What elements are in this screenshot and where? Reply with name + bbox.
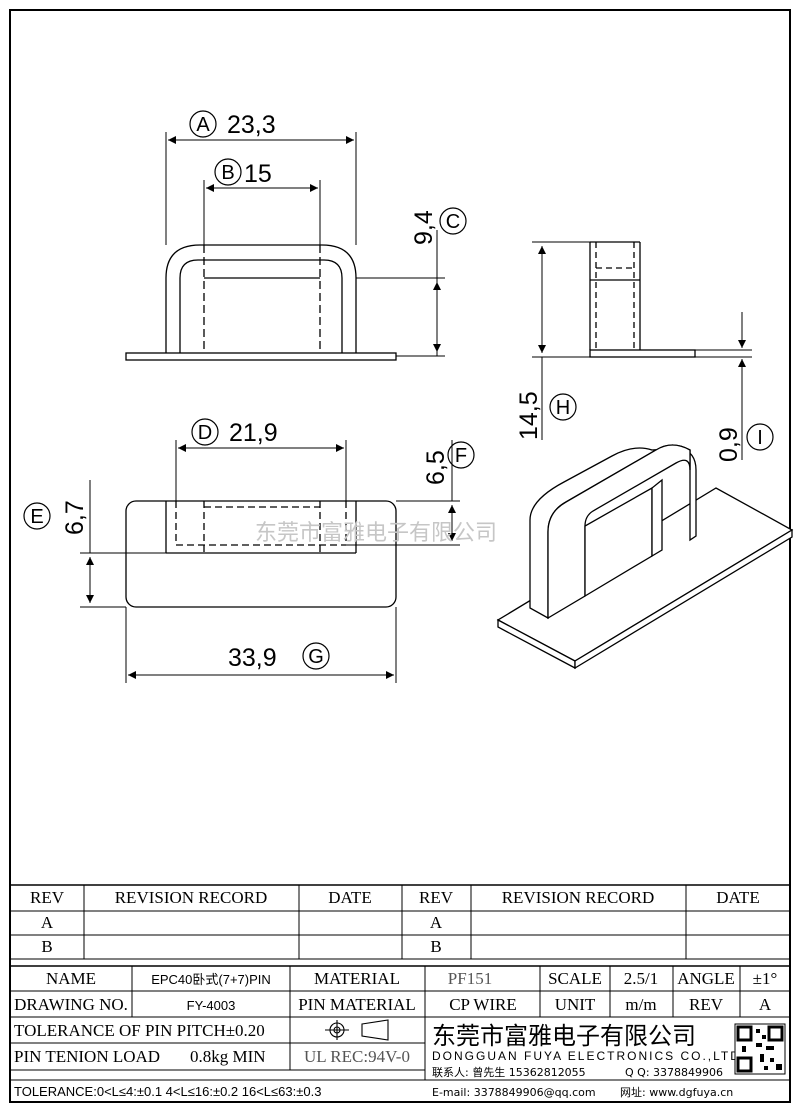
qr-code-icon — [734, 1023, 786, 1075]
side-dimensions — [532, 241, 752, 460]
circle-marker-H — [549, 393, 577, 421]
watermark: 东莞市富雅电子有限公司 — [255, 521, 497, 546]
circle-marker-F — [447, 441, 475, 469]
drawing-no-label: DRAWING NO. — [14, 995, 128, 1014]
dimension-G-value: 33,9 — [228, 644, 277, 672]
circle-marker-A — [189, 110, 217, 138]
company-name-cn: 东莞市富雅电子有限公司 — [432, 1022, 696, 1050]
circle-marker-C — [439, 207, 467, 235]
angle-label: ANGLE — [677, 969, 735, 988]
label-D: D 21,9 — [191, 418, 278, 447]
label-H: 14,5 H — [515, 391, 577, 440]
rev-header-left: REV — [30, 888, 65, 907]
dimension-D-value: 21,9 — [229, 419, 278, 447]
label-G: 33,9 G — [228, 642, 330, 672]
dimension-F-value: 6,5 — [422, 450, 450, 485]
label-C-letter: C — [446, 211, 460, 233]
dimension-H-value: 14,5 — [515, 391, 543, 440]
label-H-letter: H — [556, 397, 570, 419]
company-qq: Q Q: 3378849906 — [625, 1066, 723, 1079]
label-G-letter: G — [308, 646, 324, 668]
date-header-right: DATE — [716, 888, 759, 907]
pin-tension-label: PIN TENION LOAD — [14, 1047, 160, 1066]
material-value: PF151 — [448, 969, 492, 988]
dimension-C-value: 9,4 — [410, 210, 438, 245]
angle-value: ±1° — [753, 969, 778, 988]
dimension-A-value: 23,3 — [227, 111, 276, 139]
circle-marker-I — [746, 423, 774, 451]
company-name-en: DONGGUAN FUYA ELECTRONICS CO.,LTD — [432, 1049, 741, 1063]
label-I: 0,9 I — [715, 423, 774, 462]
revision-record-header-right: REVISION RECORD — [502, 888, 655, 907]
label-D-letter: D — [198, 422, 212, 444]
side-view — [589, 241, 696, 358]
dimension-I-value: 0,9 — [715, 427, 743, 462]
label-C: 9,4 C — [410, 207, 467, 245]
unit-value: m/m — [625, 995, 656, 1014]
title-block-grid — [10, 884, 790, 1081]
top-view — [125, 500, 397, 608]
label-B: B 15 — [214, 158, 272, 188]
tolerance-line: TOLERANCE:0<L≤4:±0.1 4<L≤16:±0.2 16<L≤63… — [14, 1084, 321, 1099]
label-B-letter: B — [221, 162, 234, 184]
company-contact: 联系人: 曾先生 15362812055 — [432, 1065, 586, 1079]
pin-pitch-tolerance: TOLERANCE OF PIN PITCH±0.20 — [14, 1021, 265, 1040]
dimension-E-value: 6,7 — [61, 500, 89, 535]
rev-label: REV — [689, 995, 724, 1014]
drawing-no-value: FY-4003 — [187, 998, 236, 1013]
top-dimensions — [80, 440, 460, 683]
scale-value: 2.5/1 — [624, 969, 658, 988]
rev-row-a-left: A — [41, 913, 54, 932]
unit-label: UNIT — [555, 995, 596, 1014]
sheet-border — [9, 9, 791, 1103]
label-A-letter: A — [196, 114, 210, 136]
circle-marker-G — [302, 642, 330, 670]
rev-row-b-left: B — [41, 937, 52, 956]
pin-tension-value: 0.8kg MIN — [190, 1047, 266, 1066]
front-view — [125, 244, 397, 361]
front-dimensions — [165, 132, 445, 357]
circle-marker-B — [214, 158, 242, 186]
label-E-letter: E — [30, 506, 43, 528]
rev-row-b-right: B — [430, 937, 441, 956]
label-A: A 23,3 — [189, 110, 276, 139]
scale-label: SCALE — [548, 969, 602, 988]
company-website: 网址: www.dgfuya.cn — [620, 1085, 733, 1099]
name-value: EPC40卧式(7+7)PIN — [151, 972, 271, 987]
ul-rec: UL REC:94V-0 — [304, 1047, 410, 1066]
rev-value: A — [759, 995, 772, 1014]
revision-record-header-left: REVISION RECORD — [115, 888, 268, 907]
name-label: NAME — [46, 969, 96, 988]
material-label: MATERIAL — [314, 969, 400, 988]
pin-material-label: PIN MATERIAL — [298, 995, 416, 1014]
label-I-letter: I — [757, 427, 763, 449]
label-F-letter: F — [455, 445, 467, 467]
rev-header-right: REV — [419, 888, 454, 907]
circle-marker-E — [23, 502, 51, 530]
company-email: E-mail: 3378849906@qq.com — [432, 1086, 596, 1099]
circle-marker-D — [191, 418, 219, 446]
isometric-view — [496, 444, 794, 670]
dimension-B-value: 15 — [244, 160, 272, 188]
pin-material-value: CP WIRE — [449, 995, 517, 1014]
rev-row-a-right: A — [430, 913, 443, 932]
label-F: 6,5 F — [422, 441, 475, 485]
projection-symbol-icon — [325, 1019, 389, 1041]
date-header-left: DATE — [328, 888, 371, 907]
label-E: E 6,7 — [23, 500, 89, 535]
